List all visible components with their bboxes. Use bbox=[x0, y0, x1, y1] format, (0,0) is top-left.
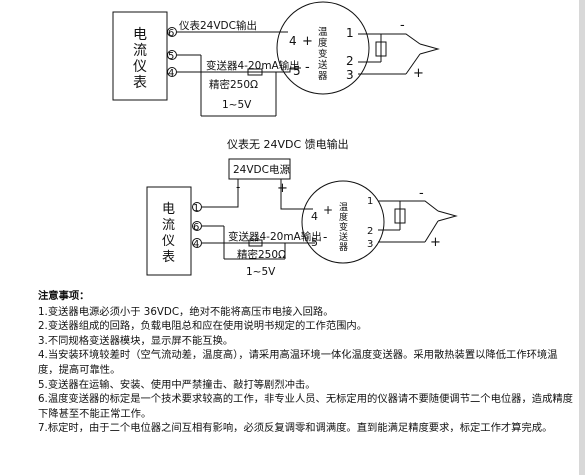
resistor-label-1: 精密250Ω bbox=[209, 78, 258, 91]
power-box-2 bbox=[228, 158, 291, 180]
note-item-5: 5.变送器在运输、安装、使用中严禁撞击、敲打等剧烈冲击。 bbox=[38, 378, 316, 391]
pin-left-top-1: 4 bbox=[289, 34, 297, 48]
resistor-1 bbox=[247, 68, 263, 76]
output-label-1: 变送器4-20mA输出 bbox=[206, 59, 300, 72]
minus-left-2: - bbox=[323, 230, 327, 244]
meter-char-1-1: 电 bbox=[133, 27, 147, 43]
pin-right-3-1: 3 bbox=[346, 68, 354, 82]
voltage-label-1: 1~5V bbox=[222, 99, 252, 111]
meter-char-4-1: 表 bbox=[133, 75, 147, 91]
power-minus-wire-2 bbox=[202, 179, 239, 208]
probe-lead-a-2 bbox=[400, 200, 439, 212]
meter-char-1-2: 电 bbox=[162, 202, 175, 217]
transmitter-char-2-2: 度 bbox=[339, 211, 348, 223]
terminal-4-label-2: 4 bbox=[193, 239, 199, 250]
voltage-label-2: 1~5V bbox=[246, 266, 276, 278]
pin-right-1-1: 1 bbox=[346, 26, 354, 40]
meter-char-2-2: 流 bbox=[162, 218, 175, 233]
terminal-4-label-1: 4 bbox=[168, 68, 174, 79]
output-label-2: 变送器4-20mA输出 bbox=[228, 230, 322, 243]
wiring-diagram: 电 流 仪 表 6 5 4 仪表24VDC输出 变送器4-20mA输出 精密25… bbox=[112, 1, 458, 278]
transmitter-char-5-1: 器 bbox=[318, 71, 328, 82]
note-item-7: 7.标定时，由于二个电位器之间互相有影响，必须反复调零和调满度。直到能满足精度要… bbox=[38, 422, 553, 435]
rtd-resistor-1 bbox=[375, 41, 387, 57]
caption-2: 仪表无 24VDC 馈电输出 bbox=[227, 137, 349, 151]
transmitter-char-3-2: 变 bbox=[339, 221, 348, 233]
terminal-6-label-2: 6 bbox=[193, 222, 199, 233]
terminal-4-circle-1 bbox=[167, 67, 177, 77]
diagram-2-text: 24VDC电源 - + 电 流 仪 表 1 6 4 变送器4-20mA输出 精密… bbox=[162, 163, 441, 278]
pin-left-bottom-2: 5 bbox=[311, 236, 318, 249]
note-item-2: 2.变送器组成的回路，负载电阻总和应在使用说明书规定的工作范围内。 bbox=[38, 320, 368, 333]
meter-char-2-1: 流 bbox=[133, 43, 147, 59]
power-plus-wire-2 bbox=[280, 179, 313, 210]
note-item-3: 3.不同规格变送器模块，显示屏不能互换。 bbox=[38, 334, 234, 347]
note-item-4: 4.当安装环境较差时（空气流动差，温度高），请采用高温环境一体化温度变送器。采用… bbox=[38, 349, 558, 376]
power-box-label-2: 24VDC电源 bbox=[233, 163, 290, 176]
plus-left-2: + bbox=[323, 203, 333, 217]
probe-tip-2 bbox=[437, 210, 458, 222]
probe-plus-1: + bbox=[413, 66, 424, 81]
diagram-2 bbox=[146, 158, 458, 276]
transmitter-char-3-1: 变 bbox=[318, 48, 328, 60]
transmitter-char-4-2: 送 bbox=[339, 231, 348, 243]
terminal-5-circle-1 bbox=[167, 50, 177, 60]
probe-lead-b-1 bbox=[405, 53, 421, 75]
plus-left-1: + bbox=[302, 34, 313, 49]
transmitter-char-4-1: 送 bbox=[318, 59, 328, 71]
meter-char-3-2: 仪 bbox=[162, 234, 175, 249]
resistor-2 bbox=[248, 239, 263, 247]
current-meter-box-2 bbox=[146, 186, 192, 276]
page-edge-shadow bbox=[579, 0, 585, 475]
transmitter-char-1-1: 温 bbox=[318, 27, 328, 38]
current-meter-box-1 bbox=[112, 11, 168, 101]
pin-left-bottom-1: 5 bbox=[293, 64, 301, 78]
diagram-1-text: 电 流 仪 表 6 5 4 仪表24VDC输出 变送器4-20mA输出 精密25… bbox=[133, 18, 424, 111]
output-wire-1 bbox=[177, 68, 291, 73]
notes-section: 注意事项： 1.变送器电源必须小于 36VDC，绝对不能将高压市电接入回路。 2… bbox=[38, 289, 578, 436]
transmitter-char-5-2: 器 bbox=[339, 242, 348, 253]
probe-minus-2: - bbox=[419, 186, 424, 201]
pin-right-2-2: 2 bbox=[367, 226, 373, 237]
meter-char-3-1: 仪 bbox=[133, 59, 147, 75]
probe-plus-2: + bbox=[430, 235, 441, 250]
notes-title: 注意事项： bbox=[38, 290, 90, 302]
transmitter-char-1-2: 温 bbox=[339, 202, 348, 213]
terminal-6-label-1: 6 bbox=[168, 28, 174, 39]
transmitter-circle-2 bbox=[301, 180, 385, 264]
transmitter-char-2-1: 度 bbox=[318, 37, 328, 49]
transmitter-circle-1 bbox=[276, 1, 370, 95]
pin-right-2-1: 2 bbox=[346, 54, 354, 68]
pin-right-3-2: 3 bbox=[367, 239, 373, 250]
rtd-resistor-2 bbox=[394, 208, 406, 224]
minus-left-1: - bbox=[305, 60, 310, 75]
terminal-6-circle-2 bbox=[192, 221, 202, 231]
note-item-1: 1.变送器电源必须小于 36VDC，绝对不能将高压市电接入回路。 bbox=[38, 305, 334, 318]
meter-char-4-2: 表 bbox=[162, 250, 175, 265]
probe-minus-1: - bbox=[400, 18, 405, 33]
terminal-1-label-2: 1 bbox=[193, 203, 199, 214]
diagram-1 bbox=[112, 1, 440, 117]
probe-tip-1 bbox=[419, 43, 440, 55]
terminal-1-circle-2 bbox=[192, 202, 202, 212]
pin-left-top-2: 4 bbox=[311, 210, 318, 223]
probe-lead-b-2 bbox=[424, 220, 439, 243]
note-item-6: 6.温度变送器的标定是一个技术要求较高的工作，非专业人员、无标定用的仪器请不要随… bbox=[38, 393, 573, 420]
probe-lead-a-1 bbox=[381, 33, 421, 45]
pin-right-1-2: 1 bbox=[367, 196, 373, 207]
terminal-5-label-1: 5 bbox=[168, 51, 174, 62]
power-plus-sign-2: + bbox=[277, 181, 288, 196]
terminal-6-circle-1 bbox=[167, 27, 177, 37]
supply-label-1: 仪表24VDC输出 bbox=[179, 19, 257, 32]
resistor-label-2: 精密250Ω bbox=[237, 248, 286, 261]
power-minus-sign-2: - bbox=[236, 180, 240, 194]
terminal-4-circle-2 bbox=[192, 238, 202, 248]
